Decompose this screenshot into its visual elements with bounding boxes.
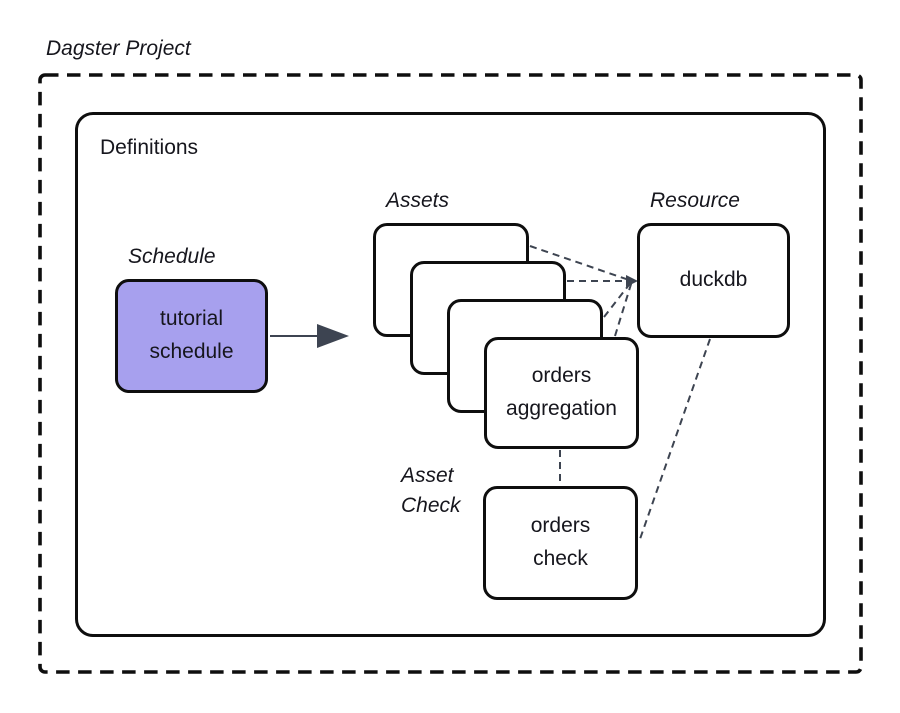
- schedule-section-label: Schedule: [128, 245, 216, 268]
- asset-check-section-label-line2: Check: [401, 494, 461, 518]
- orders-aggregation-label-line1: orders: [531, 364, 592, 388]
- asset-check-section-label-line1: Asset: [401, 464, 454, 487]
- orders-check-label-line2: check: [533, 547, 588, 570]
- orders-aggregation-node: orders aggregation: [484, 337, 639, 449]
- dagster-project-label: Dagster Project: [46, 37, 191, 60]
- definitions-box: [75, 112, 826, 637]
- tutorial-schedule-node: tutorial schedule: [115, 279, 268, 393]
- orders-check-label-line1: orders: [530, 514, 591, 538]
- duckdb-label: duckdb: [679, 268, 748, 292]
- tutorial-schedule-label-line2: schedule: [149, 340, 234, 363]
- orders-check-node: orders check: [483, 486, 638, 600]
- tutorial-schedule-label-line1: tutorial: [159, 307, 224, 331]
- orders-aggregation-label-line2: aggregation: [506, 397, 617, 420]
- duckdb-node: duckdb: [637, 223, 790, 338]
- asset-check-section-label: Asset Check: [401, 461, 461, 522]
- resource-section-label: Resource: [650, 189, 740, 212]
- assets-section-label: Assets: [386, 189, 450, 212]
- definitions-label: Definitions: [100, 136, 199, 159]
